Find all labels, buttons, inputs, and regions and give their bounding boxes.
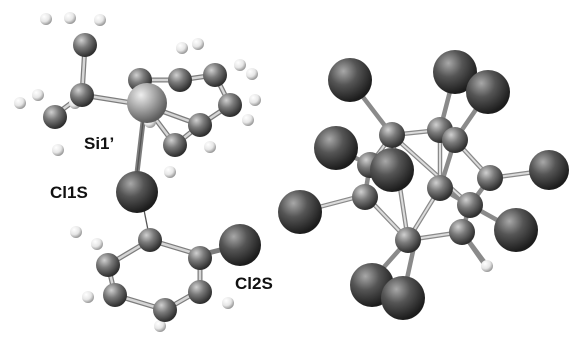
right-cage-atoms <box>352 117 503 253</box>
left-carbons <box>43 33 242 322</box>
chlorine-atom <box>381 276 425 320</box>
cage-atom <box>379 122 405 148</box>
hydrogen-atom <box>176 42 188 54</box>
hydrogen-atom <box>82 291 94 303</box>
carbon-atom <box>188 246 212 270</box>
hydrogen-atom <box>14 97 26 109</box>
hydrogen-atom <box>222 297 234 309</box>
carbon-atom <box>168 68 192 92</box>
carbon-atom <box>203 63 227 87</box>
hydrogen-atom <box>94 14 106 26</box>
carbon-atom <box>96 253 120 277</box>
chlorine-atom <box>433 50 477 94</box>
chlorine-atom <box>494 208 538 252</box>
hydrogen-atom <box>64 12 76 24</box>
chlorine-atom-cl2s <box>219 224 261 266</box>
carbon-atom <box>163 133 187 157</box>
cage-atom <box>477 165 503 191</box>
hydrogen-atom <box>32 89 44 101</box>
cage-atom <box>352 184 378 210</box>
hydrogen-atom <box>70 226 82 238</box>
chlorine-atom <box>328 58 372 102</box>
left-atoms <box>14 12 261 332</box>
label-cl2s: Cl2S <box>235 274 273 293</box>
right-cluster <box>278 50 569 320</box>
carbon-atom <box>73 33 97 57</box>
label-cl1s: Cl1S <box>50 183 88 202</box>
chlorine-atom <box>314 126 358 170</box>
right-bonds <box>297 69 553 300</box>
cage-atom <box>442 127 468 153</box>
hydrogen-atom <box>234 59 246 71</box>
label-si1: Si1’ <box>84 134 114 153</box>
chlorine-atom <box>529 150 569 190</box>
cage-atom <box>427 175 453 201</box>
carbon-atom <box>138 228 162 252</box>
carbon-atom <box>188 280 212 304</box>
chlorine-atom <box>466 70 510 114</box>
carbon-atom <box>43 105 67 129</box>
carbon-atom <box>153 298 177 322</box>
chlorine-atom <box>278 190 322 234</box>
cage-atom <box>449 219 475 245</box>
carbon-atom <box>70 83 94 107</box>
hydrogen-atom <box>246 68 258 80</box>
silicon-atom <box>127 83 167 123</box>
hydrogen-atom <box>249 94 261 106</box>
hydrogen-atom <box>52 144 64 156</box>
carbon-atom <box>103 283 127 307</box>
carbon-atom <box>218 93 242 117</box>
hydrogen-atom <box>481 260 493 272</box>
cage-atom <box>457 192 483 218</box>
hydrogen-atom <box>40 13 52 25</box>
chlorine-atom-cl1s <box>116 171 158 213</box>
right-chlorines <box>278 50 569 320</box>
hydrogen-atom <box>91 238 103 250</box>
hydrogen-atom <box>192 38 204 50</box>
hydrogen-atom <box>242 114 254 126</box>
hydrogen-atom <box>164 166 176 178</box>
chlorine-atom <box>370 148 414 192</box>
hydrogen-atom <box>204 141 216 153</box>
cage-atom <box>395 227 421 253</box>
carbon-atom <box>188 113 212 137</box>
hydrogen-atom <box>154 320 166 332</box>
